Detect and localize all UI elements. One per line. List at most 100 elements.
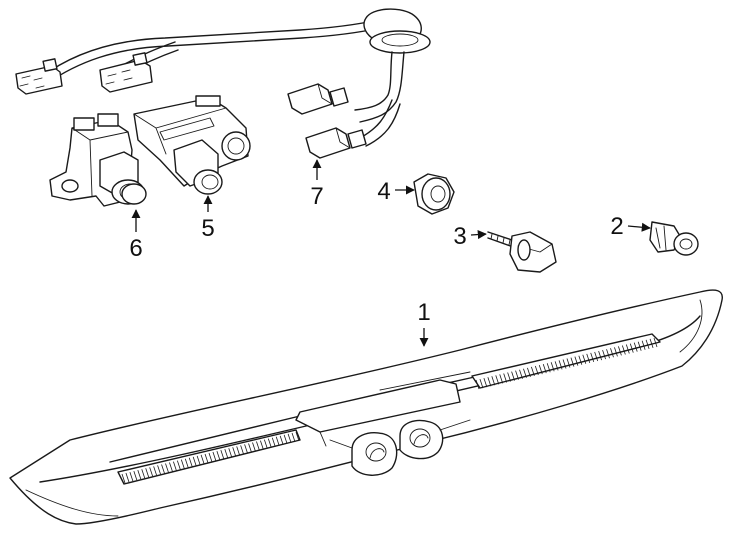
hatch-line (645, 339, 650, 349)
hatch-line (507, 372, 512, 382)
hatch-line (511, 371, 515, 381)
hatch-line (165, 463, 169, 473)
hatch-line (641, 340, 646, 350)
hatch-line (173, 461, 177, 471)
hatch-line (236, 446, 241, 456)
hatch-line (200, 454, 205, 465)
hatch-line (582, 354, 587, 364)
hatch-line (263, 439, 268, 449)
hatch-line (637, 341, 642, 351)
callout-5: 5 (201, 195, 215, 242)
hatch-line (618, 346, 622, 356)
hatch-line (519, 369, 523, 379)
hatch-line (614, 347, 618, 357)
hatch-line (180, 459, 185, 469)
hatch-line (279, 435, 284, 445)
sensor-bracket-part-6 (49, 113, 147, 207)
hatch-line (503, 373, 508, 383)
callout-number-6: 6 (129, 235, 142, 262)
hatch-line (566, 358, 571, 368)
hatch-line (275, 436, 280, 446)
hatch-line (538, 364, 543, 375)
push-clip-part-2 (649, 221, 699, 256)
callout-number-5: 5 (201, 215, 214, 242)
hatch-line (271, 437, 276, 447)
callout-1: 1 (417, 299, 431, 347)
hatch-line (224, 449, 229, 459)
hatch-line (267, 438, 272, 448)
hatch-line (149, 467, 154, 477)
hatch-line (176, 460, 181, 470)
callout-number-4: 4 (377, 178, 390, 205)
hatch-line (291, 432, 296, 443)
hatch-line (649, 338, 654, 349)
hatch-line (527, 367, 531, 377)
hatch-line (523, 368, 527, 378)
screw-part-3 (487, 231, 557, 273)
hatch-line (244, 444, 248, 454)
hatch-line (483, 378, 488, 388)
hatch-line (586, 353, 591, 363)
hatch-line (475, 379, 480, 390)
callout-3: 3 (453, 223, 487, 250)
callout-4: 4 (377, 178, 415, 205)
hatch-line (295, 431, 300, 442)
callout-number-7: 7 (310, 183, 323, 210)
callout-number-1: 1 (417, 299, 430, 326)
lens-hatching (121, 337, 658, 484)
hatch-line (621, 345, 626, 355)
clip-nut-part-4 (413, 173, 455, 215)
hatch-line (204, 453, 209, 464)
hatch-line (590, 352, 595, 363)
hatch-line (169, 462, 173, 472)
hatch-line (228, 448, 233, 458)
hatch-line (554, 361, 559, 371)
callout-leader-3 (470, 230, 487, 240)
camera-assembly-part-5 (133, 95, 251, 195)
hatch-line (157, 465, 161, 475)
callout-number-3: 3 (453, 223, 466, 250)
hatch-line (515, 370, 519, 380)
hatch-line (141, 469, 146, 479)
hatch-line (550, 362, 555, 372)
callout-6: 6 (129, 209, 143, 262)
callout-leader-2 (627, 222, 651, 232)
hatch-line (499, 374, 504, 384)
hatch-line (121, 473, 126, 484)
hatch-line (570, 357, 575, 367)
hatch-line (594, 351, 599, 362)
hatch-line (487, 377, 492, 387)
hatch-line (606, 349, 610, 359)
callout-7: 7 (310, 159, 324, 210)
hatch-line (184, 458, 189, 468)
stop-lamp-part-1 (9, 289, 723, 525)
hatch-line (192, 456, 197, 466)
hatch-line (491, 376, 496, 386)
hatch-line (610, 348, 614, 358)
hatch-line (188, 457, 193, 467)
hatch-line (153, 466, 158, 476)
hatch-line (240, 445, 245, 455)
hatch-line (216, 450, 221, 461)
hatch-line (562, 359, 567, 369)
hatch-line (125, 472, 130, 483)
hatch-line (232, 447, 237, 457)
hatch-line (129, 471, 134, 482)
hatch-line (542, 364, 547, 374)
hatch-line (479, 378, 484, 389)
callout-number-2: 2 (610, 213, 623, 240)
hatch-line (633, 342, 638, 352)
hatch-line (137, 470, 142, 480)
hatch-line (625, 344, 630, 354)
hatch-line (602, 350, 606, 360)
hatch-line (546, 363, 551, 373)
hatch-line (283, 434, 288, 444)
hatch-line (578, 355, 583, 365)
hatch-line (598, 350, 603, 361)
hatch-line (574, 356, 579, 366)
hatch-line (161, 464, 165, 474)
hatch-line (260, 440, 264, 450)
hatch-line (212, 451, 217, 462)
hatch-line (196, 455, 201, 465)
